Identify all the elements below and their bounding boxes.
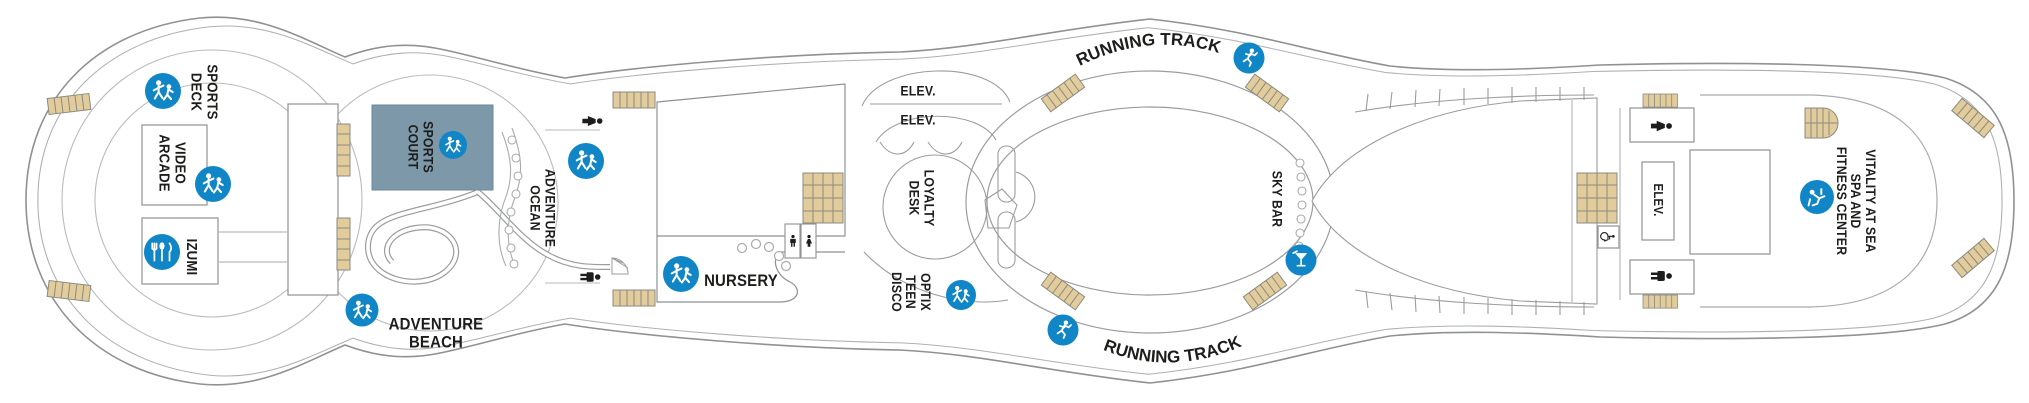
elevator-label-2: ELEV. (900, 111, 936, 128)
running-track-runner-icon-aft (1047, 314, 1079, 346)
women-restroom-icon (1649, 115, 1674, 138)
men-restroom-icon (578, 266, 602, 288)
sports-deck-athletes-icon (145, 73, 181, 109)
solarium (1311, 87, 1598, 315)
women-restroom-icon (580, 110, 604, 132)
nursery-kids-icon (663, 256, 699, 292)
wheelchair-icon (1600, 229, 1617, 245)
adventure-ocean-label: ADVENTURE OCEAN (528, 168, 559, 248)
teen-disco-dance-icon (946, 280, 976, 310)
video-arcade-label: VIDEO ARCADE (156, 134, 189, 192)
spa-walls (1689, 94, 1938, 308)
sky-bar-label: SKY BAR (1269, 170, 1286, 228)
men-restroom-icon (1649, 265, 1674, 288)
forward-rooms (141, 103, 339, 296)
kids-rooms (656, 83, 846, 303)
fitness-center-exercise-icon (1800, 180, 1834, 214)
video-arcade-icon (195, 166, 231, 202)
elevator-label-1: ELEV. (900, 82, 936, 99)
spiral-stair (1804, 107, 1839, 139)
men-restroom-icon (787, 234, 800, 249)
adventure-beach-kids-icon (345, 293, 379, 327)
loyalty-desk-label: LOYALTY DESK (907, 169, 938, 227)
running-track-runner-icon-forward (1233, 42, 1265, 74)
vitality-spa-label: VITALITY AT SEA SPA AND FITNESS CENTER (1833, 146, 1879, 256)
adventure-beach-label: ADVENTURE BEACH (388, 314, 484, 351)
sky-bar-martini-icon (1285, 244, 1317, 276)
adventure-ocean-wall (498, 127, 600, 284)
sports-court-area (371, 104, 494, 191)
sports-court-label: SPORTS COURT (406, 121, 437, 173)
water-slide (364, 189, 629, 285)
nursery-label: NURSERY (704, 271, 778, 291)
stairs (46, 73, 1995, 311)
sports-court-athletes-icon (439, 131, 467, 159)
izumi-dining-icon (144, 234, 180, 270)
optix-teen-disco-label: OPTIX TEEN DISCO (888, 272, 934, 312)
sports-deck-label: SPORTS DECK (188, 64, 221, 120)
adventure-ocean-kids-icon (568, 143, 604, 179)
women-restroom-icon (803, 234, 816, 249)
izumi-label: IZUMI (182, 238, 200, 276)
elevator-label-3: ELEV. (1650, 183, 1666, 217)
